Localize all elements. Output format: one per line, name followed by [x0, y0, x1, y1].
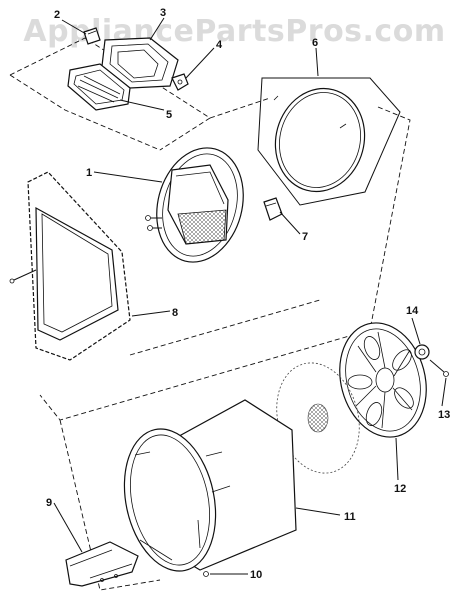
part-10-screw: [203, 571, 209, 577]
callout-10: 10: [250, 569, 262, 581]
callout-6: 6: [312, 37, 318, 49]
part-11-drum: [123, 399, 297, 572]
callout-13: 13: [438, 409, 450, 421]
part-1-front-bulkhead: [156, 147, 244, 263]
part-6-seal-box: [257, 77, 401, 206]
callout-9: 9: [46, 497, 52, 509]
part-13-screw: [429, 359, 449, 377]
part-8-front-panel: [9, 171, 131, 361]
callout-11: 11: [344, 511, 356, 523]
callout-14: 14: [406, 305, 419, 317]
callout-8: 8: [172, 307, 178, 319]
part-14-shaft-bearing: [414, 344, 430, 360]
leader-lines: [53, 17, 447, 575]
callout-7: 7: [302, 231, 308, 243]
part-7-bracket: [263, 197, 283, 221]
rear-seal-disk: [276, 362, 360, 474]
part-9-drum-baffle: [65, 541, 139, 587]
part-4-clip: [171, 73, 189, 91]
callout-5: 5: [166, 109, 172, 121]
bulkhead-screws: [145, 215, 162, 231]
callout-2: 2: [54, 9, 60, 21]
callout-3: 3: [160, 7, 166, 19]
callout-12: 12: [394, 483, 406, 495]
part-2-clip: [83, 27, 101, 45]
callout-labels: 2 3 4 5 6 1 7 8 9 10 11 12 13 14: [46, 7, 450, 581]
callout-1: 1: [86, 167, 92, 179]
callout-4: 4: [216, 39, 223, 51]
part-12-drum-rear-plate: [339, 322, 427, 438]
